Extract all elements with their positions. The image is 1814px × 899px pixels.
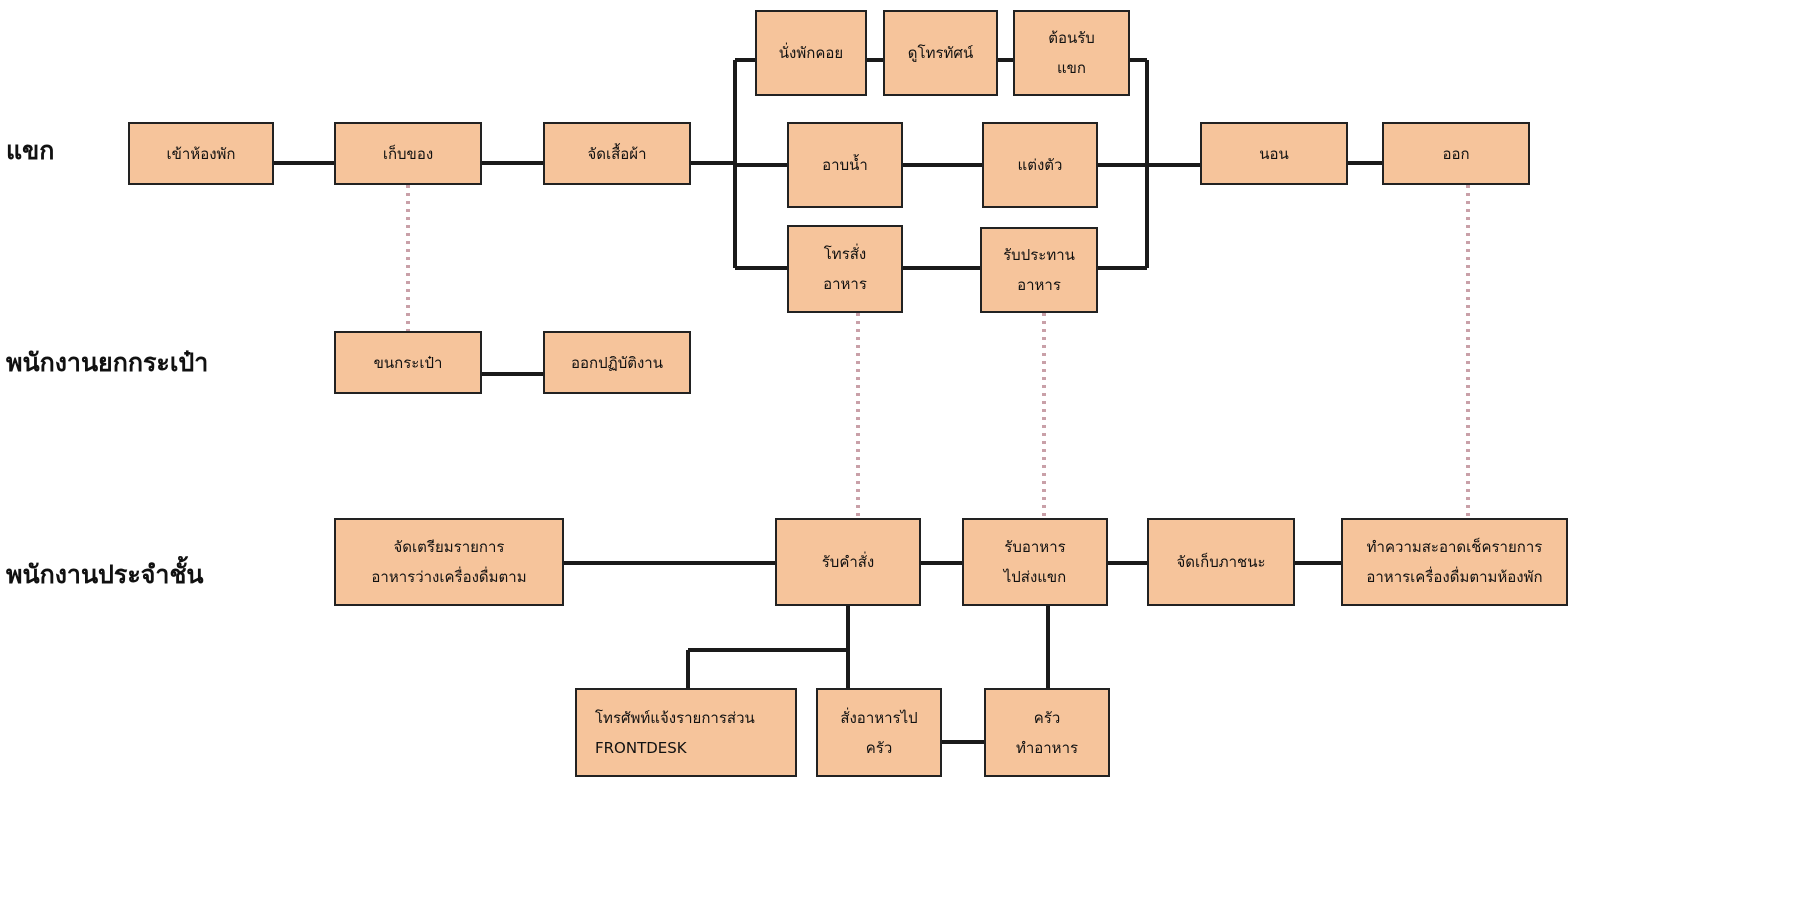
lane-label-floor-staff: พนักงานประจำชั้น xyxy=(6,560,204,589)
box-arrange-clothes: จัดเสื้อผ้า xyxy=(543,122,691,185)
box-prepare-menu: จัดเตรียมรายการอาหารว่างเครื่องดื่มตาม xyxy=(334,518,564,606)
box-check-out: ออก xyxy=(1382,122,1530,185)
box-wait: นั่งพักคอย xyxy=(755,10,867,96)
box-get-dressed: แต่งตัว xyxy=(982,122,1098,208)
box-collect-dishes: จัดเก็บภาชนะ xyxy=(1147,518,1295,606)
box-eat-food: รับประทานอาหาร xyxy=(980,227,1098,313)
box-order-kitchen: สั่งอาหารไปครัว xyxy=(816,688,942,777)
box-go-on-duty: ออกปฏิบัติงาน xyxy=(543,331,691,394)
box-deliver-food: รับอาหารไปส่งแขก xyxy=(962,518,1108,606)
box-store-belongings: เก็บของ xyxy=(334,122,482,185)
box-carry-luggage: ขนกระเป๋า xyxy=(334,331,482,394)
box-watch-tv: ดูโทรทัศน์ xyxy=(883,10,998,96)
lane-label-guest: แขก xyxy=(6,136,55,165)
box-kitchen-cook: ครัวทำอาหาร xyxy=(984,688,1110,777)
box-receive-guest: ต้อนรับแขก xyxy=(1013,10,1130,96)
box-check-in: เข้าห้องพัก xyxy=(128,122,274,185)
box-call-order-food: โทรสั่งอาหาร xyxy=(787,225,903,313)
box-take-order: รับคำสั่ง xyxy=(775,518,921,606)
box-sleep: นอน xyxy=(1200,122,1348,185)
box-clean-room: ทำความสะอาดเช็ครายการอาหารเครื่องดื่มตาม… xyxy=(1341,518,1568,606)
box-bathe: อาบน้ำ xyxy=(787,122,903,208)
lane-label-porter: พนักงานยกกระเป๋า xyxy=(6,348,209,377)
